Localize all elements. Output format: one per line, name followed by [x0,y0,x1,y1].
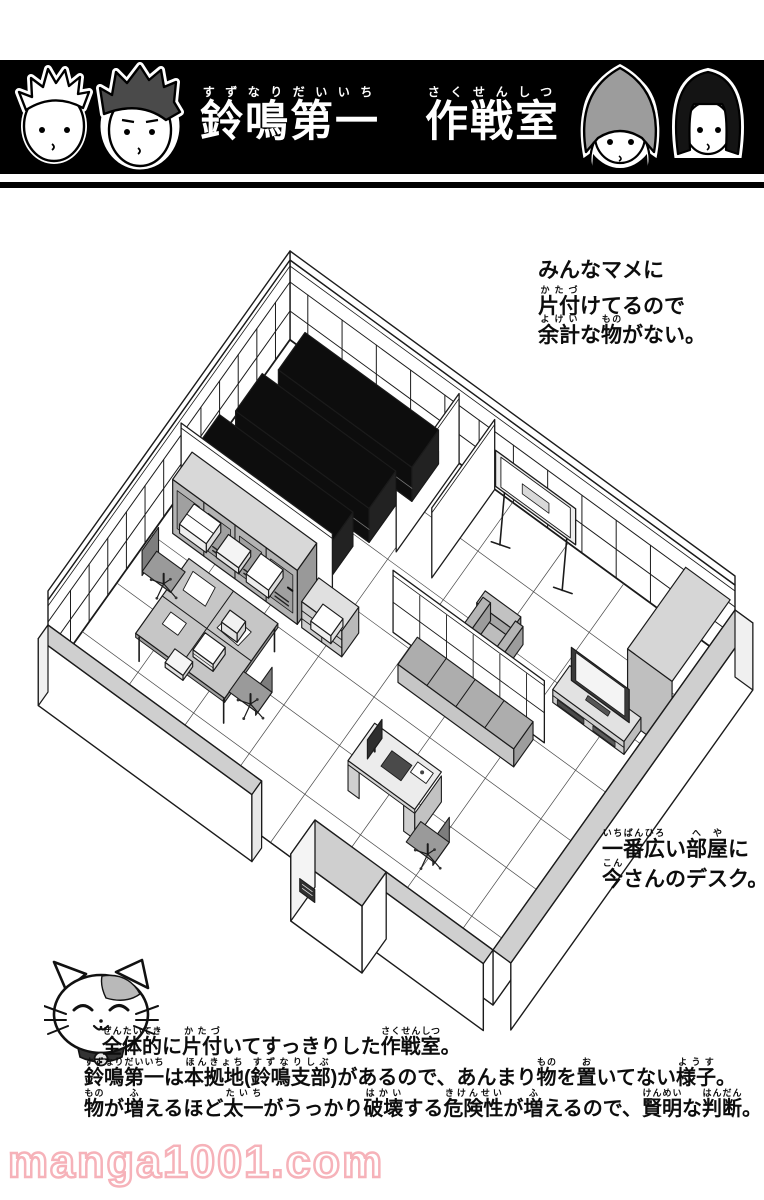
kon-chair [405,816,450,871]
bench [397,636,534,768]
intercom-panel [299,878,316,904]
boy-spiky-hair-icon [15,65,93,164]
shelf-partition [392,569,546,744]
boy-dark-hair-icon [96,62,184,170]
girl-bob-icon [672,67,744,158]
drawer-unit [301,577,360,658]
whiteboard [490,449,577,595]
entrance-porch [290,819,387,974]
note-tidy: みんなマメに片付かたづけてるので余計よけいな物ものがない。 [538,259,706,347]
front-left-wall-right [375,871,494,1032]
note-kon-desk: 一番広いちばんひろい部屋へやに今こんさんのデスク。 [602,828,764,891]
site-watermark: manga1001.com [7,1135,385,1189]
cat-mascot-icon [44,958,159,1067]
tv-and-stand [552,646,642,756]
front-left-wall [37,624,316,876]
footer-commentary: 全体的ぜんたいてきに片付かたづいてすっきりした作戦室さくせんしつ。鈴鳴第一すずな… [84,1026,763,1120]
girl-cap-icon [580,64,660,169]
page-title: 鈴鳴第一すずなりだいいち 作戦室さくせんしつ [200,85,560,146]
office-chair-left [141,526,186,600]
header-banner: 鈴鳴第一すずなりだいいち 作戦室さくせんしつ [0,60,764,174]
front-right-wall [492,609,754,1031]
lockers [172,451,318,625]
banner-divider [0,182,764,188]
partition-b [431,418,496,579]
office-chair-right [228,666,273,720]
